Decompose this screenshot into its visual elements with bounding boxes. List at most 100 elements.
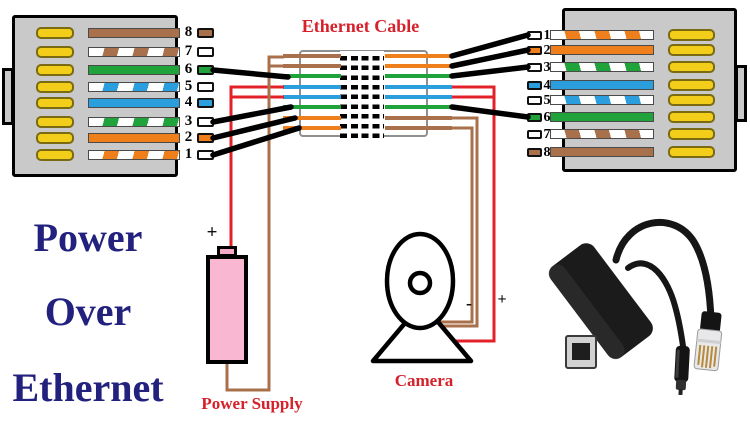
wire-right-6-green xyxy=(550,112,654,122)
stub-left-3 xyxy=(197,117,214,127)
pin-number: 5 xyxy=(184,78,193,94)
wire-right-2-orange xyxy=(550,45,654,55)
stub-left-1 xyxy=(197,150,214,160)
stub-right-1 xyxy=(527,31,542,40)
poe-splitter-photo xyxy=(548,218,723,396)
dc-plug-collar xyxy=(675,379,687,391)
rj45-plug-housing xyxy=(693,328,723,372)
rj45-left-pin-contact xyxy=(36,132,74,144)
wire-right-3-white-green xyxy=(550,62,654,72)
splitter-rj45-jack-port xyxy=(572,343,590,360)
rj45-plug-gold-pins xyxy=(697,344,718,369)
stub-right-6 xyxy=(527,113,542,122)
cable-row-7-right xyxy=(385,116,452,120)
camera-stand xyxy=(370,300,474,364)
camera-label: Camera xyxy=(394,371,454,390)
splitter-body-highlight xyxy=(548,264,625,360)
wire-left-1-white-orange xyxy=(88,150,180,160)
power-supply-battery xyxy=(206,255,248,364)
cable-row-2-right xyxy=(385,64,452,68)
rj45-right-pin-contact xyxy=(668,44,715,56)
dc-plug-highlight xyxy=(675,349,680,378)
splitter-cable-to-rj45-plug xyxy=(612,218,715,324)
cable-row-6-left xyxy=(283,105,341,109)
camera-plus-sign: + xyxy=(497,291,507,308)
cable-row-4-left xyxy=(283,85,341,89)
jumper-right-pin1 xyxy=(449,32,531,59)
rj45-right-pin-contact xyxy=(668,61,715,73)
stub-left-4 xyxy=(197,98,214,108)
stub-right-8 xyxy=(527,148,542,157)
wire-left-6-green xyxy=(88,65,180,75)
pin-number: 8 xyxy=(184,24,193,40)
stub-right-5 xyxy=(527,96,542,105)
stub-left-5 xyxy=(197,82,214,92)
pin-number: 3 xyxy=(184,113,193,129)
jumper-right-pin6 xyxy=(449,104,531,120)
wire-right-8-brown xyxy=(550,147,654,157)
rj45-right-pin-contact xyxy=(668,111,715,123)
stub-left-8 xyxy=(197,28,214,38)
rj45-left-pin-contact xyxy=(36,81,74,93)
pin-number: 7 xyxy=(184,43,193,59)
splitter-rj45-jack xyxy=(565,335,597,369)
title-line-ethernet: Ethernet xyxy=(12,365,164,410)
power-supply-label: Power Supply xyxy=(201,394,303,413)
dc-plug-tip xyxy=(678,388,683,396)
stub-right-4 xyxy=(527,81,542,90)
cable-row-3-right xyxy=(385,74,452,78)
cable-row-2-left xyxy=(283,64,341,68)
wire-left-8-brown xyxy=(88,28,180,38)
jumper-right-pin2 xyxy=(449,47,531,69)
cable-row-1-right xyxy=(385,54,452,58)
red-wire-left-to-power-supply xyxy=(229,85,284,250)
pin-number: 8 xyxy=(543,145,551,160)
wire-right-1-white-orange xyxy=(550,30,654,40)
pin-number: 4 xyxy=(543,78,551,93)
rj45-right-pin-contact xyxy=(668,29,715,41)
splitter-body xyxy=(549,243,653,359)
rj45-right-pin-contact xyxy=(668,79,715,91)
pin-number: 6 xyxy=(543,110,551,125)
cable-row-7-left xyxy=(283,116,341,120)
wire-left-5-white-blue xyxy=(88,82,180,92)
wire-left-2-orange xyxy=(88,133,180,143)
pin-number: 7 xyxy=(543,127,551,142)
rj45-plug-boot xyxy=(700,311,722,333)
stub-right-2 xyxy=(527,46,542,55)
cable-row-4-right xyxy=(385,85,452,89)
pin-number: 5 xyxy=(543,93,551,108)
rj45-right-pin-contact xyxy=(668,146,715,158)
rj45-plug xyxy=(693,311,723,372)
stub-right-3 xyxy=(527,63,542,72)
wire-left-3-white-green xyxy=(88,117,180,127)
cable-hidden-section-dashes xyxy=(340,51,384,138)
rj45-left-pin-contact xyxy=(36,27,74,39)
cable-row-3-left xyxy=(283,74,341,78)
wire-left-4-blue xyxy=(88,98,180,108)
dc-barrel-plug xyxy=(674,345,690,396)
rj45-left-pin-contact xyxy=(36,97,74,109)
cable-row-8-right xyxy=(385,126,452,130)
splitter-cable-to-dc-plug xyxy=(625,260,686,349)
pin-number: 2 xyxy=(184,129,193,145)
rj45-plug-latch xyxy=(696,338,721,345)
dc-plug-body xyxy=(674,345,690,383)
wire-right-7-white-brown xyxy=(550,129,654,139)
cable-row-6-right xyxy=(385,105,452,109)
title-line-over: Over xyxy=(44,289,132,334)
cable-row-5-left xyxy=(283,95,341,99)
rj45-right-pin-contact xyxy=(668,128,715,140)
pin-number: 4 xyxy=(184,94,193,110)
camera-minus-sign: - xyxy=(466,293,472,313)
rj45-left-pin-contact xyxy=(36,116,74,128)
jumper-left-pin6 xyxy=(210,67,291,80)
camera-head xyxy=(384,231,456,331)
stub-left-6 xyxy=(197,65,214,75)
stub-left-2 xyxy=(197,133,214,143)
pin-number: 1 xyxy=(184,146,193,162)
rj45-left-pin-contact xyxy=(36,149,74,161)
pin-number: 1 xyxy=(543,28,551,43)
stub-left-7 xyxy=(197,47,214,57)
